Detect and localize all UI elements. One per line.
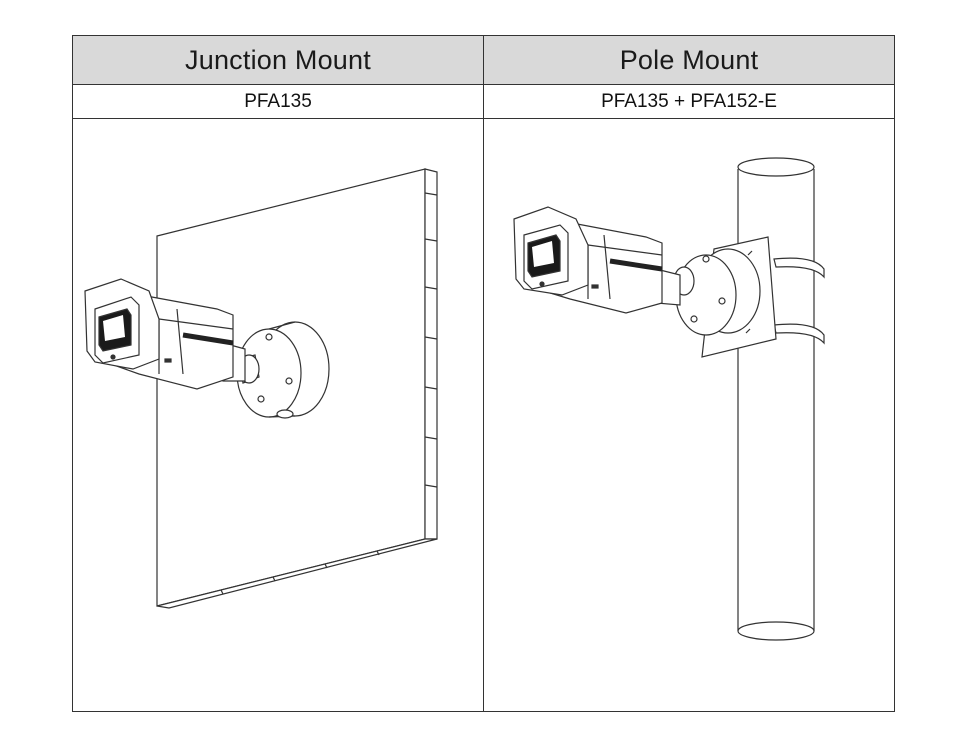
pole <box>737 157 815 641</box>
junction-mount-header: Junction Mount <box>72 35 484 85</box>
pole-mount-header: Pole Mount <box>483 35 895 85</box>
junction-box <box>236 321 330 419</box>
header-row: Junction Mount Pole Mount <box>72 35 895 85</box>
illustration-row <box>72 118 895 712</box>
mount-comparison-table: Junction Mount Pole Mount PFA135 PFA135 … <box>72 35 895 712</box>
pole-mount-illustration <box>513 157 825 641</box>
camera-front <box>513 206 589 296</box>
junction-mount-illustration <box>84 168 438 609</box>
camera-front <box>84 278 160 370</box>
model-row: PFA135 PFA135 + PFA152-E <box>72 84 895 119</box>
pole-mount-model: PFA135 + PFA152-E <box>483 84 895 119</box>
pole-mount-illustration-cell <box>483 118 895 712</box>
pole-clamps <box>773 257 825 345</box>
junction-mount-illustration-cell <box>72 118 484 712</box>
junction-mount-model: PFA135 <box>72 84 484 119</box>
junction-box <box>673 248 761 336</box>
